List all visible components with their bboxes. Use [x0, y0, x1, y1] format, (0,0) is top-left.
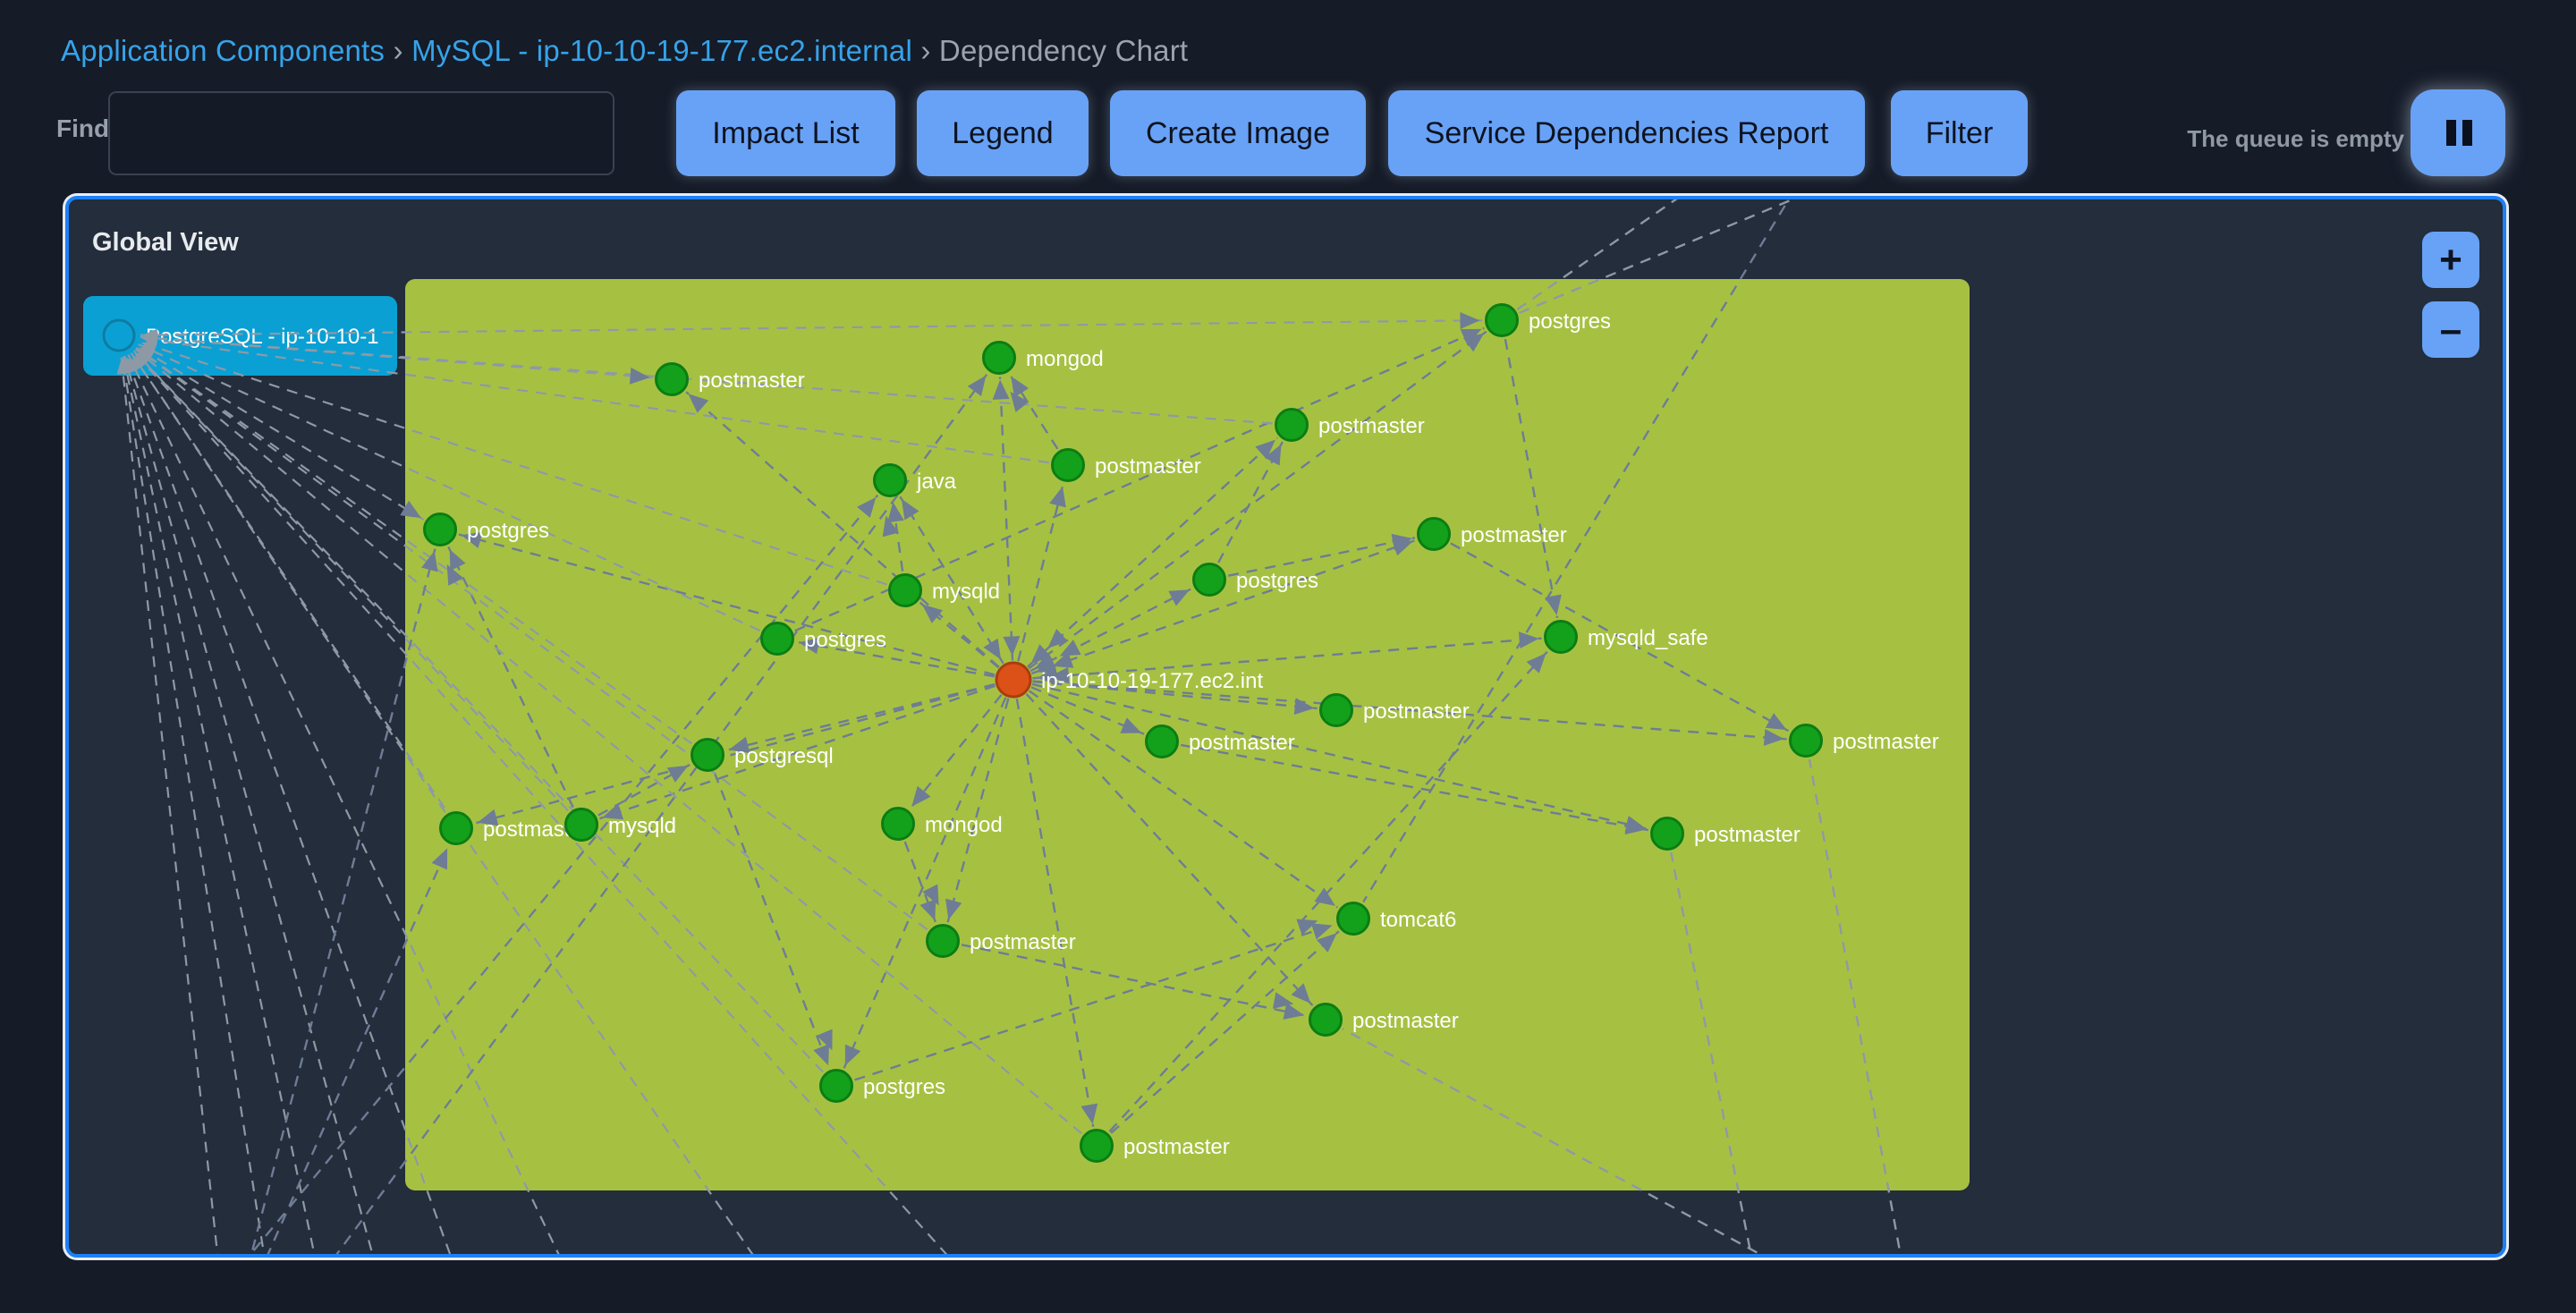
svg-text:postmaster: postmaster — [1318, 414, 1425, 438]
svg-text:mysqld: mysqld — [608, 814, 676, 838]
svg-text:postmaster: postmaster — [1123, 1135, 1230, 1159]
svg-text:postgres: postgres — [804, 628, 886, 652]
svg-text:postgres: postgres — [1529, 309, 1611, 334]
svg-text:mysqld: mysqld — [608, 814, 676, 838]
svg-text:java: java — [916, 470, 957, 494]
svg-text:ip-10-10-19-177.ec2.int: ip-10-10-19-177.ec2.int — [1041, 669, 1263, 693]
svg-text:mysqld_safe: mysqld_safe — [1588, 626, 1708, 650]
svg-text:postgres: postgres — [863, 1075, 945, 1099]
svg-text:mongod: mongod — [1026, 347, 1104, 371]
svg-text:postmaster: postmaster — [1095, 454, 1201, 479]
svg-text:postgresql: postgresql — [734, 744, 834, 768]
svg-text:mysqld: mysqld — [932, 580, 1000, 604]
svg-text:postmaster: postmaster — [699, 368, 805, 393]
svg-text:postmaster: postmaster — [970, 930, 1076, 954]
svg-text:postgres: postgres — [1236, 569, 1318, 593]
svg-text:postmaster: postmaster — [1189, 731, 1295, 755]
svg-text:postmaster: postmaster — [1352, 1009, 1459, 1033]
svg-text:postmaster: postmaster — [1833, 730, 1939, 754]
svg-text:postmaster: postmaster — [1363, 699, 1470, 724]
svg-text:mongod: mongod — [925, 813, 1003, 837]
svg-text:PostgreSQL - ip-10-10-1: PostgreSQL - ip-10-10-1 — [146, 325, 379, 349]
svg-text:postgres: postgres — [467, 519, 549, 543]
svg-text:tomcat6: tomcat6 — [1380, 908, 1456, 932]
svg-text:postmaster: postmaster — [1694, 823, 1801, 847]
svg-text:postmaster: postmaster — [1461, 523, 1567, 547]
